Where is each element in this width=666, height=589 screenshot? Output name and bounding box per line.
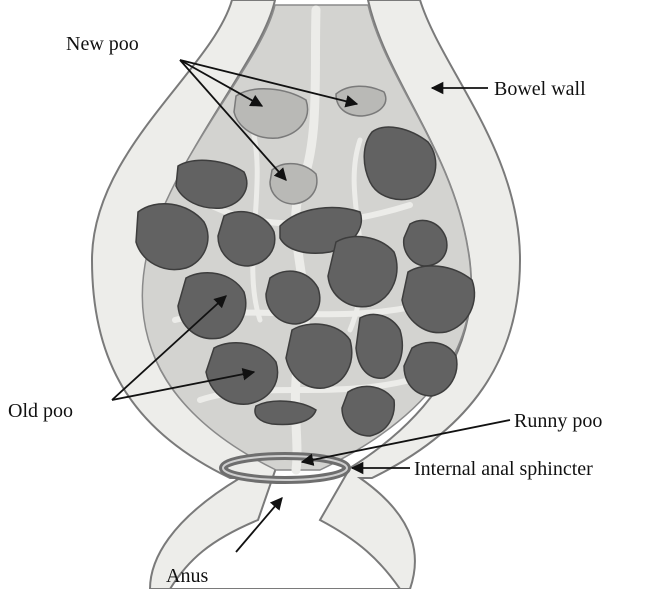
label-internal-anal-sphincter: Internal anal sphincter — [414, 458, 593, 480]
label-new-poo: New poo — [66, 33, 139, 55]
label-runny-poo: Runny poo — [514, 410, 602, 432]
label-anus: Anus — [166, 565, 208, 587]
label-old-poo: Old poo — [8, 400, 73, 422]
label-bowel-wall: Bowel wall — [494, 78, 586, 100]
